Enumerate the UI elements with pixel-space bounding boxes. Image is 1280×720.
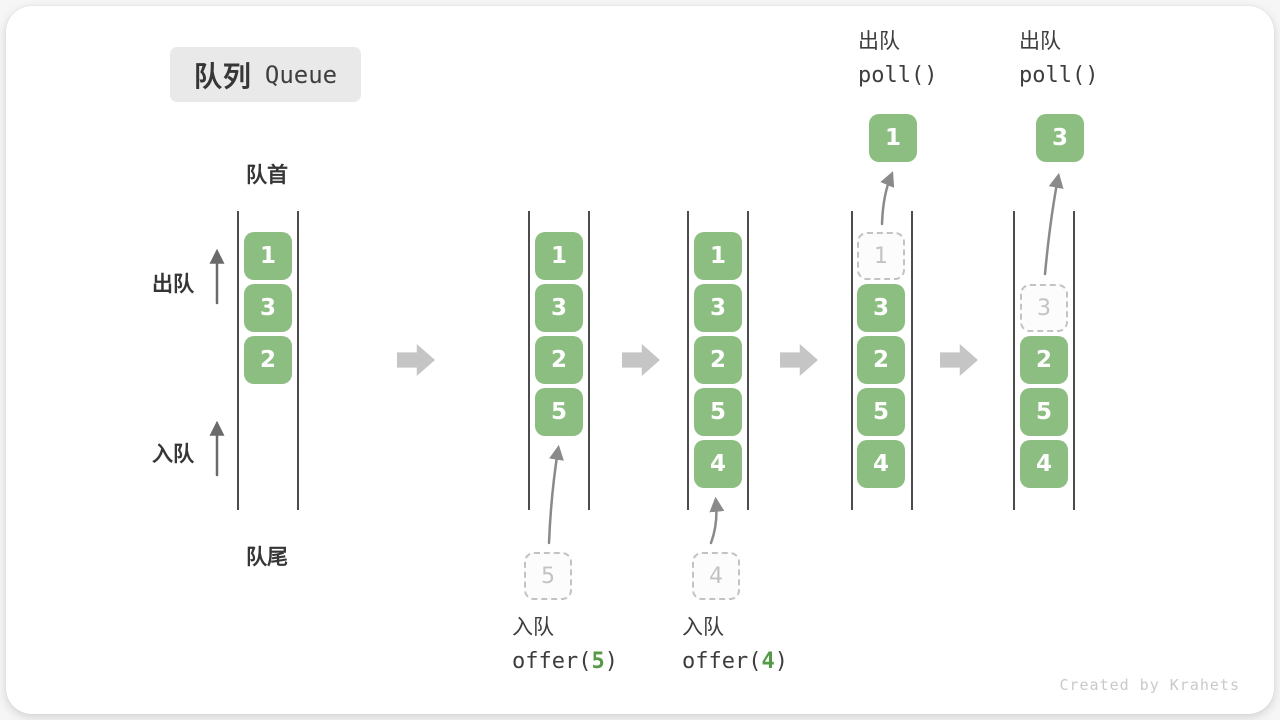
queue-wall-right [1073,211,1075,510]
queue-element: 1 [694,232,742,280]
queue-wall-right [588,211,590,510]
op-code-arg: 5 [591,649,605,674]
queue-element: 2 [694,336,742,384]
op-code-close: ) [604,649,618,674]
removed-element: 3 [1020,284,1068,332]
op-enqueue-5: 入队 offer(5) [512,617,618,673]
queue-wall-right [297,211,299,510]
op-code-fn: offer( [682,649,762,674]
queue-element: 3 [857,284,905,332]
op-code: offer(5) [512,651,618,673]
queue-element: 3 [244,284,292,332]
dequeued-element: 3 [1036,114,1084,162]
queue-element: 4 [694,440,742,488]
queue-element: 5 [694,388,742,436]
queue-wall-left [687,211,689,510]
op-enqueue-4: 入队 offer(4) [682,617,788,673]
queue-front-label: 队首 [246,163,288,187]
queue-element: 2 [1020,336,1068,384]
queue-wall-left [528,211,530,510]
figure-title-en: Queue [264,60,338,89]
queue-wall-right [911,211,913,510]
figure-title-zh: 队列 [193,59,252,93]
dequeued-element: 1 [869,114,917,162]
queue-element: 3 [535,284,583,332]
queue-element: 5 [1020,388,1068,436]
op-label: 入队 [512,615,554,639]
queue-wall-right [747,211,749,510]
removed-element: 1 [857,232,905,280]
queue-element: 1 [535,232,583,280]
side-enqueue-label: 入队 [152,442,194,466]
queue-element: 4 [857,440,905,488]
watermark: Created by Krahets [1059,676,1240,694]
queue-element: 1 [244,232,292,280]
op-dequeue-3: 出队 poll() [1019,31,1098,87]
op-dequeue-1: 出队 poll() [858,31,937,87]
queue-element: 2 [244,336,292,384]
queue-rear-label: 队尾 [246,545,288,569]
op-label: 出队 [858,29,900,53]
queue-element: 5 [535,388,583,436]
queue-wall-left [1013,211,1015,510]
staged-element: 4 [692,552,740,600]
queue-wall-left [237,211,239,510]
op-code-fn: offer( [512,649,592,674]
side-dequeue-label: 出队 [152,272,194,296]
op-code: poll() [858,63,938,88]
op-code: offer(4) [682,651,788,673]
queue-element: 5 [857,388,905,436]
op-label: 入队 [682,615,724,639]
op-label: 出队 [1019,29,1061,53]
figure-title-box: 队列 Queue [170,47,361,102]
queue-element: 4 [1020,440,1068,488]
queue-element: 2 [535,336,583,384]
queue-element: 2 [857,336,905,384]
queue-wall-left [851,211,853,510]
op-code-arg: 4 [761,649,775,674]
op-code: poll() [1019,63,1099,88]
op-code-close: ) [774,649,788,674]
queue-element: 3 [694,284,742,332]
staged-element: 5 [524,552,572,600]
